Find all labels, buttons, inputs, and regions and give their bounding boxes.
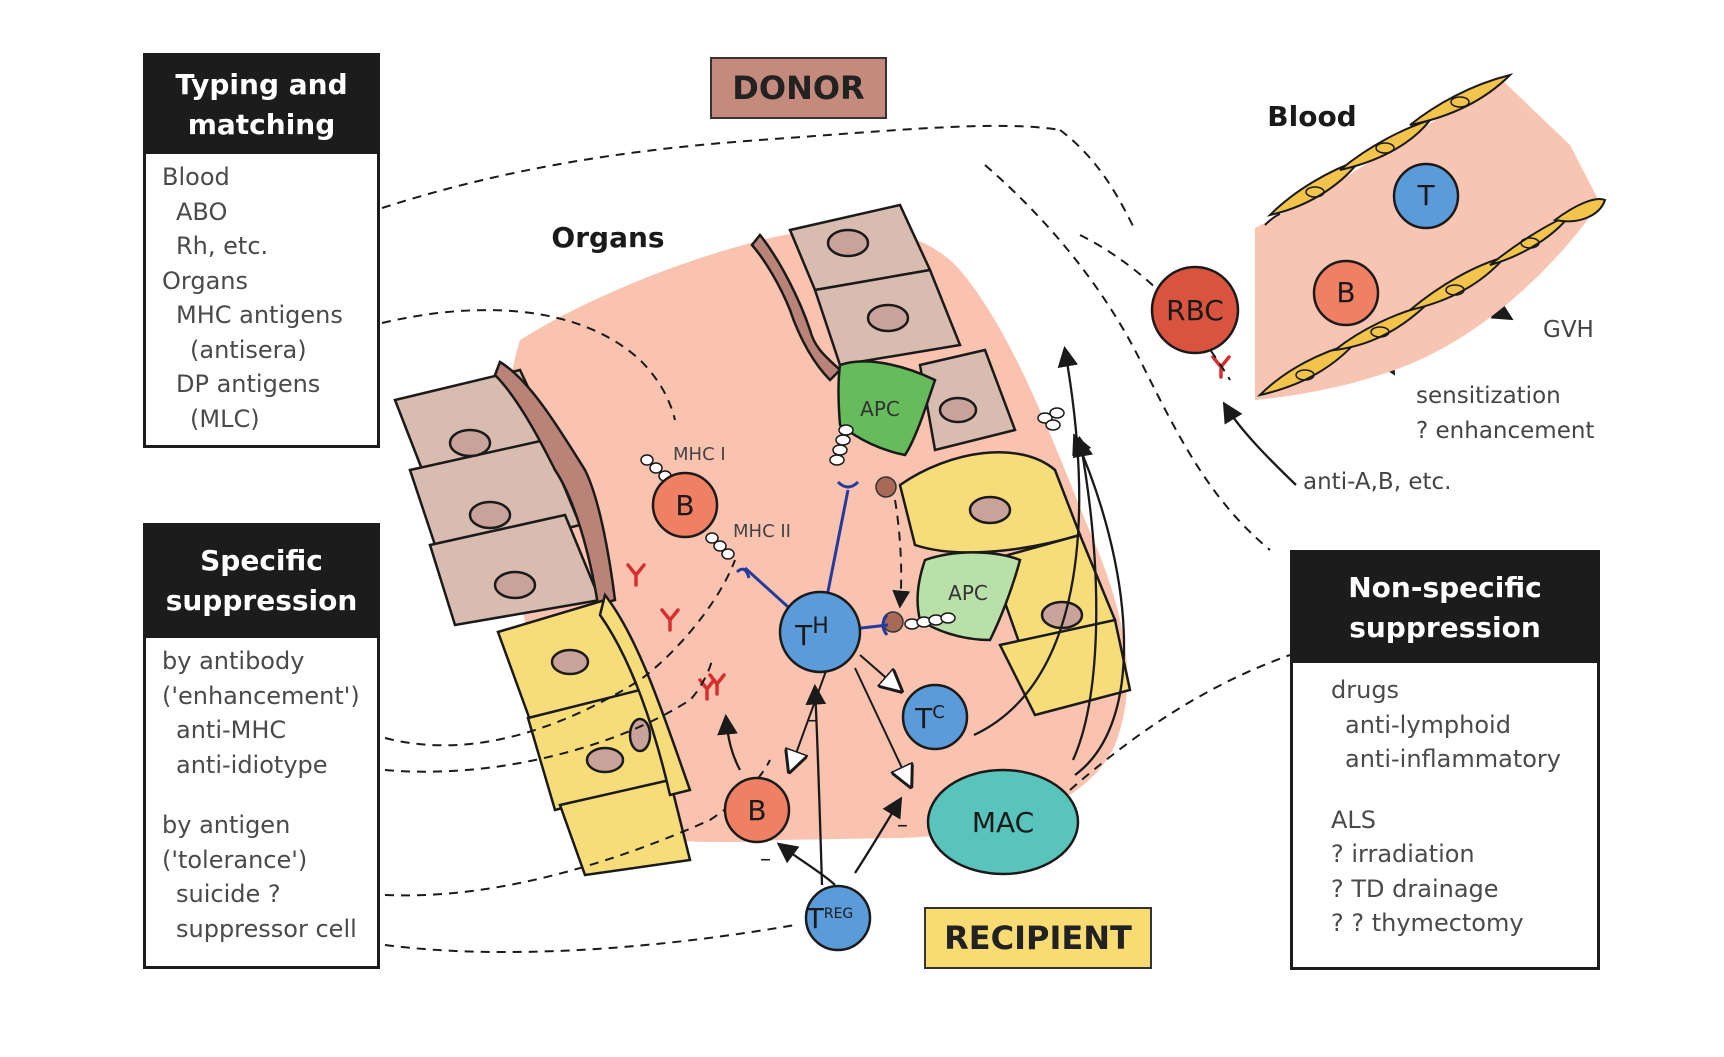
list-item: suppressor cell	[176, 914, 357, 943]
title-line: Non-specific	[1348, 571, 1542, 604]
organs-label: Organs	[551, 221, 664, 254]
antigen-particle-upper	[875, 476, 897, 498]
list-item: ABO	[176, 197, 228, 226]
title-line: suppression	[165, 584, 358, 617]
anti-ab-label: anti-A,B, etc.	[1303, 469, 1451, 495]
list-item: ? TD drainage	[1331, 874, 1499, 903]
list-item: DP antigens	[176, 370, 321, 398]
tc-cell: TC	[901, 683, 969, 751]
b-cell-donor: B	[651, 471, 719, 539]
mhc-chain-tissue-edge	[1037, 407, 1065, 431]
tan-cell-wall-left	[393, 360, 617, 627]
list-item: Blood	[162, 163, 230, 191]
apc-upper-label: APC	[860, 397, 900, 421]
antibodies	[626, 355, 1231, 701]
apc-upper-cell	[837, 360, 937, 457]
list-item: Rh, etc.	[176, 232, 269, 260]
blood-label: Blood	[1267, 100, 1356, 133]
minus-sign-th: –	[806, 708, 817, 733]
svg-text:T: T	[1416, 179, 1435, 212]
title-line: Specific	[200, 544, 323, 577]
nonspecific-suppression-title: Non-specific suppression	[1293, 553, 1597, 663]
endothelium-bottom	[1256, 198, 1607, 397]
list-item: ('tolerance')	[162, 845, 308, 874]
mhc-chain-apc-upper	[829, 424, 854, 466]
nonspecific-suppression-list: drugs anti-lymphoid anti-inflammatory AL…	[1293, 663, 1597, 941]
specific-suppression-title: Specific suppression	[146, 526, 377, 638]
list-item: MHC antigens	[176, 301, 343, 329]
svg-text:MAC: MAC	[972, 806, 1034, 839]
hollow-arrows	[790, 654, 910, 785]
th-cell: TH	[778, 590, 862, 674]
dashed-connector-lines	[381, 124, 1291, 954]
title-line: Typing and	[175, 68, 348, 101]
specific-suppression-list: by antibody ('enhancement') anti-MHC ant…	[146, 638, 377, 946]
typing-matching-panel: Typing and matching Blood ABO Rh, etc. O…	[143, 53, 380, 448]
sensitization-label: sensitization	[1416, 383, 1561, 409]
specific-suppression-panel: Specific suppression by antibody ('enhan…	[143, 523, 380, 969]
apc-lower-label: APC	[948, 581, 988, 605]
list-item: anti-inflammatory	[1345, 745, 1561, 773]
svg-text:TC: TC	[914, 702, 945, 735]
mhc-chain-apc-lower	[904, 612, 956, 630]
recipient-tag: RECIPIENT	[924, 907, 1152, 969]
donor-tag: DONOR	[710, 57, 887, 119]
gvh-label: GVH	[1543, 317, 1594, 343]
list-item: anti-lymphoid	[1345, 710, 1511, 739]
list-item: Organs	[162, 266, 248, 295]
list-item: anti-idiotype	[176, 750, 328, 779]
list-item: ? irradiation	[1331, 840, 1475, 868]
minus-sign-mac: –	[897, 813, 908, 838]
list-item: drugs	[1331, 676, 1400, 704]
svg-text:B: B	[1336, 276, 1355, 309]
mhc2-label: MHC II	[733, 521, 791, 542]
enhancement-label: ? enhancement	[1416, 418, 1594, 444]
b-cell-blood: B	[1312, 259, 1380, 327]
svg-text:TH: TH	[794, 614, 829, 652]
list-item: ('enhancement')	[162, 681, 360, 710]
list-item: ? ? thymectomy	[1331, 909, 1524, 937]
mhc-chain-b-upper	[640, 454, 672, 482]
title-line: matching	[187, 108, 336, 141]
mhc1-label: MHC I	[673, 444, 726, 465]
list-item: ALS	[1331, 805, 1377, 834]
minus-sign-b: –	[760, 847, 771, 872]
macrophage: MAC	[926, 768, 1080, 876]
b-cell-recipient: B	[723, 776, 791, 844]
yellow-cell-wall-left	[496, 592, 692, 877]
list-item: by antigen	[162, 811, 291, 839]
t-cell-blood: T	[1392, 162, 1460, 230]
svg-text:B: B	[675, 489, 694, 522]
list-item: suicide ?	[176, 880, 281, 908]
nonspecific-suppression-panel: Non-specific suppression drugs anti-lymp…	[1290, 550, 1600, 970]
title-line: suppression	[1349, 611, 1541, 644]
list-item: (antisera)	[190, 335, 307, 364]
svg-text:RBC: RBC	[1166, 294, 1224, 327]
svg-text:B: B	[747, 794, 766, 827]
mhc-chain-b-lower	[705, 532, 735, 560]
treg-cell: TREG	[804, 884, 872, 952]
typing-matching-title: Typing and matching	[146, 56, 377, 154]
list-item: by antibody	[162, 647, 305, 675]
svg-text:TREG: TREG	[806, 902, 854, 935]
tan-cell-wall-right	[750, 203, 1017, 452]
rbc-cell: RBC	[1150, 265, 1240, 355]
endothelium-nuclei	[1295, 96, 1540, 381]
typing-matching-list: Blood ABO Rh, etc. Organs MHC antigens (…	[146, 154, 377, 436]
list-item: (MLC)	[190, 404, 260, 433]
list-item: anti-MHC	[176, 716, 287, 744]
yellow-cell-wall-right	[898, 451, 1132, 717]
